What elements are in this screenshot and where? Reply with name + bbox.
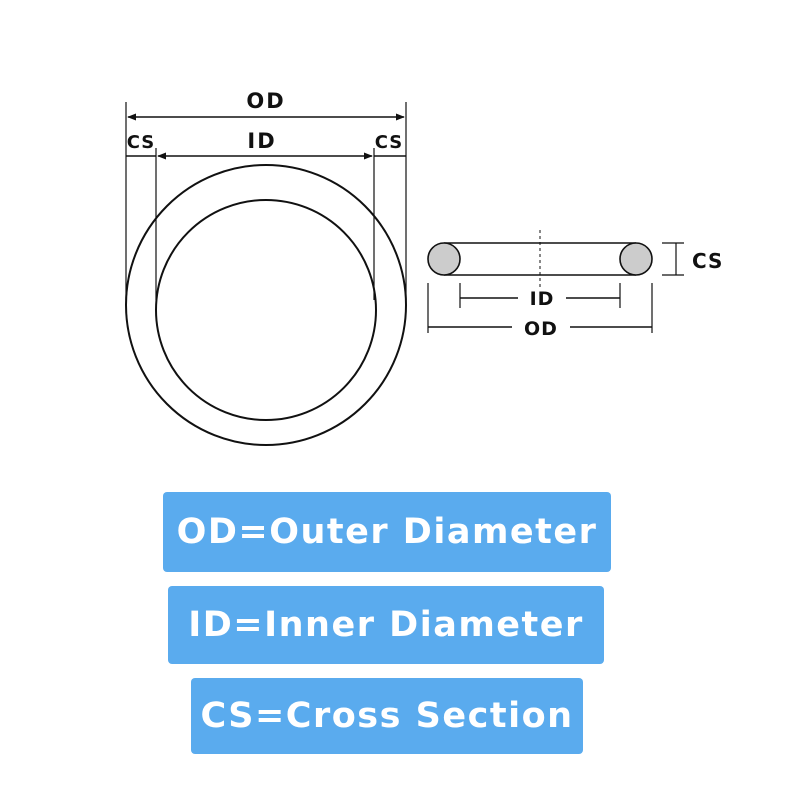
front-od-label: OD	[246, 89, 285, 113]
side-id-label: ID	[530, 288, 555, 310]
front-cs-left-label: CS	[127, 132, 156, 153]
legend-cs-box: CS=Cross Section	[191, 678, 583, 754]
oring-diagram: OD ID CS CS CS ID OD	[125, 89, 723, 446]
front-cs-right-label: CS	[375, 132, 404, 153]
section-left	[427, 242, 461, 276]
legend-od-text: OD=Outer Diameter	[176, 512, 598, 552]
legend-id-text: ID=Inner Diameter	[188, 605, 584, 645]
legend-cs-text: CS=Cross Section	[200, 696, 574, 736]
side-view	[427, 230, 684, 333]
side-cs-label: CS	[692, 249, 723, 273]
front-view	[125, 102, 407, 446]
inner-circle	[155, 199, 377, 421]
legend-od-box: OD=Outer Diameter	[163, 492, 611, 572]
front-id-label: ID	[247, 129, 276, 153]
section-right	[619, 242, 653, 276]
legend-id-box: ID=Inner Diameter	[168, 586, 604, 664]
outer-circle	[125, 164, 407, 446]
side-od-label: OD	[524, 318, 558, 340]
